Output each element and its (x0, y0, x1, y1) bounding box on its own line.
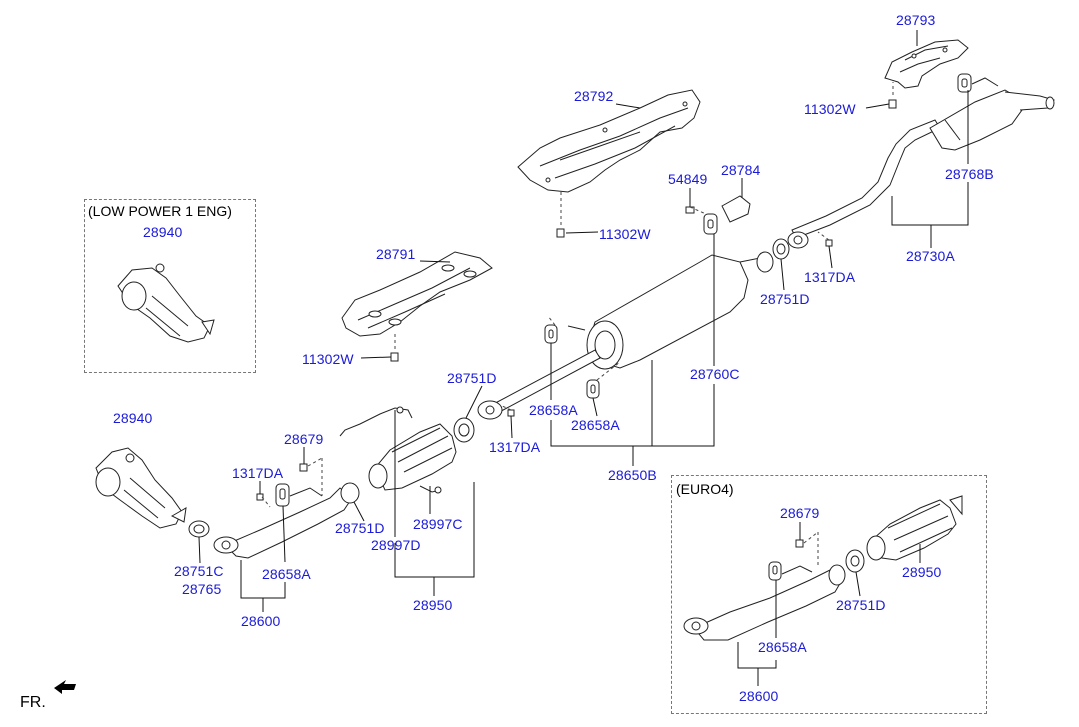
front-pipe-28600-euro4 (683, 561, 846, 641)
bolt-11302w-mid (556, 228, 565, 238)
low-power-engine-box (84, 199, 256, 373)
label-1317da-center: 1317DA (489, 439, 541, 455)
bolt-11302w-left (390, 352, 399, 362)
label-28751d-euro4: 28751D (836, 597, 886, 613)
label-54849: 54849 (668, 171, 708, 187)
label-11302w-mid: 11302W (599, 226, 651, 242)
gasket-28751c (188, 520, 210, 538)
label-28940-low-power: 28940 (143, 224, 183, 240)
label-28679-center: 28679 (284, 431, 324, 447)
label-28600-euro4: 28600 (739, 688, 779, 704)
gasket-28751d-center (453, 417, 475, 443)
label-28751d-left: 28751D (335, 520, 385, 536)
bolt-1317da-top (825, 239, 833, 247)
catalytic-converter-28940-low-power (117, 263, 215, 343)
label-28784: 28784 (721, 162, 761, 178)
heat-shield-28793 (884, 39, 969, 89)
front-direction-arrow-icon (54, 680, 76, 694)
label-28997d: 28997D (371, 537, 421, 553)
rubber-hanger-28658a-1 (544, 324, 558, 344)
label-28765: 28765 (182, 581, 222, 597)
label-28751c: 28751C (174, 563, 224, 579)
dashed-leaders (261, 82, 894, 566)
gasket-28751d-top (772, 238, 790, 260)
label-28658a-left: 28658A (262, 566, 311, 582)
label-28791: 28791 (376, 246, 416, 262)
label-28950-center: 28950 (413, 597, 453, 613)
rear-muffler-28730a (787, 89, 1055, 249)
leader-lines (198, 30, 969, 686)
label-28658a-center-1: 28658A (529, 402, 578, 418)
rubber-hanger-28658a-2 (586, 379, 600, 399)
label-1317da-left: 1317DA (232, 465, 284, 481)
label-28650b: 28650B (608, 467, 657, 483)
label-11302w-top: 11302W (804, 101, 856, 117)
label-28792: 28792 (574, 88, 614, 104)
label-28940-main: 28940 (113, 410, 153, 426)
label-28658a-center-2: 28658A (571, 417, 620, 433)
hanger-28768b (957, 73, 999, 93)
hanger-bracket-28784 (703, 195, 751, 235)
label-28751d-center: 28751D (447, 370, 497, 386)
gasket-28751d-euro4 (845, 549, 865, 573)
label-28730a: 28730A (906, 248, 955, 264)
label-28679-euro4: 28679 (780, 505, 820, 521)
bolt-28679-center (299, 463, 308, 472)
label-28997c: 28997C (413, 516, 463, 532)
label-1317da-top: 1317DA (804, 269, 856, 285)
heat-shield-28792 (517, 89, 701, 193)
label-28793: 28793 (896, 12, 936, 28)
center-muffler-28650b (477, 251, 774, 420)
catalytic-converter-28940-main (95, 447, 187, 529)
label-11302w-left: 11302W (302, 351, 354, 367)
catalytic-converter-28950-euro4 (866, 495, 963, 561)
label-28760c: 28760C (690, 366, 740, 382)
heat-shield-28791 (341, 251, 493, 337)
low-power-engine-title: (LOW POWER 1 ENG) (88, 203, 232, 219)
front-pipe-28600-center (213, 482, 360, 559)
label-28751d-top: 28751D (760, 291, 810, 307)
label-28600-center: 28600 (241, 613, 281, 629)
euro4-title: (EURO4) (676, 481, 734, 497)
label-28950-euro4: 28950 (902, 564, 942, 580)
front-marker: FR. (20, 694, 46, 711)
euro4-box (671, 475, 987, 714)
bolt-11302w-top (888, 99, 897, 109)
label-28768b: 28768B (945, 166, 994, 182)
bolt-1317da-center (507, 409, 515, 417)
label-28658a-euro4: 28658A (758, 639, 807, 655)
catalytic-converter-28950-center (339, 406, 457, 494)
